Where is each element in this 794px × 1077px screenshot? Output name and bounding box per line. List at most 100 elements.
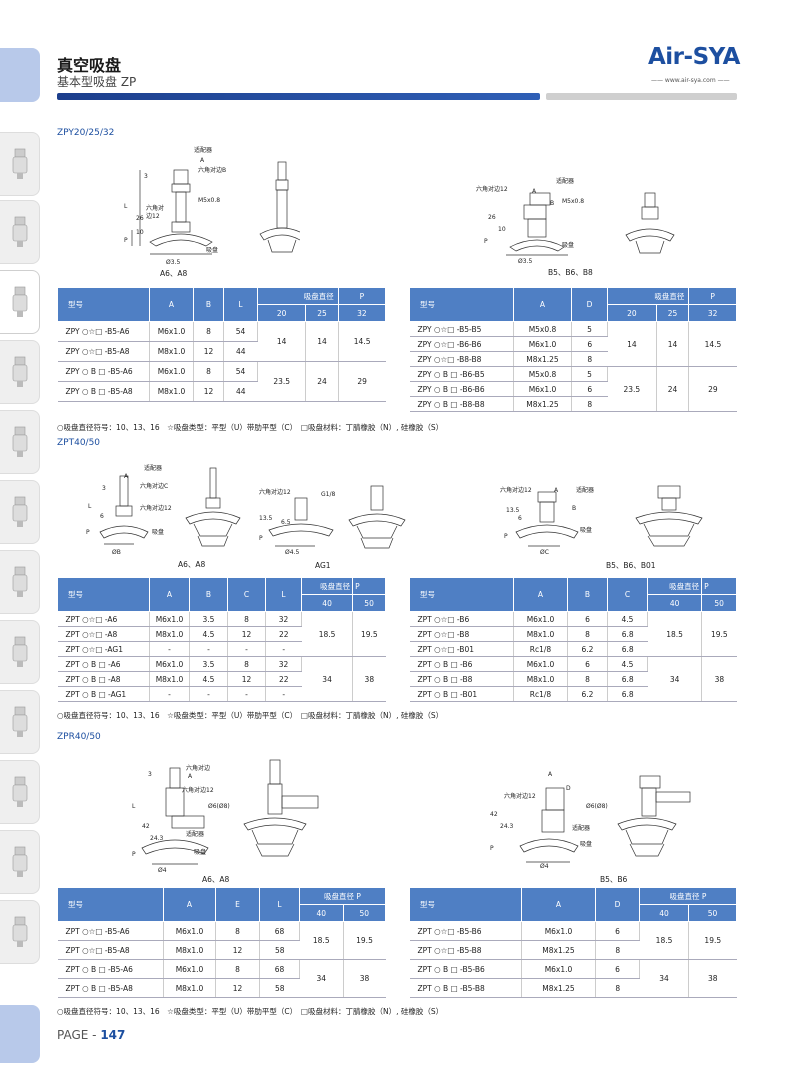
table-cell: -	[227, 641, 266, 657]
sidebar-tab-9[interactable]	[0, 690, 40, 754]
ejector-icon	[12, 286, 27, 317]
table-cell: ZPY ○☆□ -B5-A8	[57, 341, 150, 362]
table-cell: 6.2	[567, 686, 608, 702]
fitting-icon	[12, 148, 27, 179]
zpy-caption-2: B5、B6、B8	[548, 268, 593, 277]
zpy-l1-7: 边12	[146, 212, 160, 220]
col-header: 型号	[409, 287, 514, 322]
table-row: ZPT ○ B □ -AG1----	[57, 686, 386, 702]
table-cell: M8x1.0	[149, 671, 190, 687]
zpt-l1-1: A	[124, 473, 129, 480]
sidebar-tab-6[interactable]	[0, 480, 40, 544]
table-cell: ZPY ○☆□ -B8-B8	[409, 351, 514, 367]
table-cell: ZPT ○ B □ -A8	[57, 671, 150, 687]
table-cell: 32	[265, 656, 302, 672]
table-cell: 4.5	[189, 671, 228, 687]
table-cell: M6x1.0	[163, 959, 216, 979]
table-cell: 58	[259, 978, 300, 998]
table-cell: 14.5	[688, 321, 737, 367]
gripper-icon	[12, 566, 27, 597]
zpt-l1-5: 6	[100, 513, 104, 520]
table-cell: ZPT ○☆□ -B5-A8	[57, 940, 164, 960]
table-cell: 8	[567, 671, 608, 687]
table-cell: M8x1.0	[163, 978, 216, 998]
diagram-zpr-b5-b6: A 六角对边12 D Ø6(Ø8) 42 24.3 适配器 P 吸盘 Ø4 B5…	[490, 771, 691, 884]
table-cell: 19.5	[688, 921, 737, 960]
zpt-l1-3: 3	[102, 485, 106, 492]
table-cell: 14	[305, 321, 339, 362]
table-cell: 3.5	[189, 656, 228, 672]
header-rule-blue	[57, 93, 540, 100]
col-header: P	[701, 577, 737, 595]
table-cell: ZPY ○☆□ -B5-B5	[409, 321, 514, 337]
table-cell: 8	[567, 626, 608, 642]
zpr-l1-9: P	[132, 851, 136, 858]
table-cell: 8	[595, 940, 640, 960]
col-header: C	[607, 577, 648, 612]
table-cell: ZPT ○ B □ -B5-B6	[409, 959, 522, 979]
sidebar-tab-8[interactable]	[0, 620, 40, 684]
zpt-l2-1: G1/8	[321, 491, 335, 498]
sidebar-tab-2[interactable]	[0, 200, 40, 264]
table-cell: 34	[299, 959, 344, 998]
zpr-l1-6: 42	[142, 823, 150, 830]
zpr-l2-5: 24.3	[500, 823, 514, 830]
cylinder-icon	[12, 426, 27, 457]
col-header: 吸盘直径	[257, 287, 339, 305]
size-header: 50	[688, 904, 737, 922]
zpt-l3-8: ØC	[540, 549, 549, 556]
table-cell: 14	[656, 321, 690, 367]
sidebar-tab-4[interactable]	[0, 340, 40, 404]
table-cell: 3.5	[189, 611, 228, 627]
zpr-l2-8: 吸盘	[580, 840, 592, 848]
sidebar-tab-11[interactable]	[0, 830, 40, 894]
zpr-l1-8: 适配器	[186, 830, 204, 838]
zpt-l2-2: 13.5	[259, 515, 273, 522]
table-cell: 6	[567, 611, 608, 627]
sidebar-tab-5[interactable]	[0, 410, 40, 474]
sidebar-tab-10[interactable]	[0, 760, 40, 824]
col-header: D	[571, 287, 608, 322]
table-cell: 54	[223, 321, 258, 342]
sidebar-tab-3[interactable]	[0, 270, 40, 334]
zpy-l2-2: A	[532, 188, 537, 195]
col-header: C	[227, 577, 266, 612]
sidebar-tab-1[interactable]	[0, 132, 40, 196]
table-cell: -	[149, 641, 190, 657]
zpt-l1-7: P	[86, 529, 90, 536]
col-header: A	[521, 887, 596, 922]
zpt-l3-4: 6	[518, 515, 522, 522]
table-cell: 8	[571, 396, 608, 412]
table-cell: M5x0.8	[513, 366, 572, 382]
zpr-l2-2: D	[566, 785, 571, 792]
zpr-l1-11: Ø4	[158, 867, 167, 874]
table-cell: M8x1.0	[513, 671, 568, 687]
sidebar-tab-12[interactable]	[0, 900, 40, 964]
table-cell: M8x1.25	[513, 396, 572, 412]
table-cell: ZPT ○☆□ -A8	[57, 626, 150, 642]
sidebar-tab-7[interactable]	[0, 550, 40, 614]
table-cell: 38	[688, 959, 737, 998]
table-cell: -	[227, 686, 266, 702]
col-header: P	[352, 577, 386, 595]
zpy-l2-5: 26	[488, 214, 496, 221]
col-header: P	[688, 287, 737, 305]
zpy-l2-6: 10	[498, 226, 506, 233]
table-cell: 8	[215, 921, 260, 941]
brand-logo: Air-SYA	[648, 44, 740, 70]
zpy-l1-1: A	[200, 157, 205, 164]
zpy-l1-4: L	[124, 203, 128, 210]
size-header: 32	[337, 304, 387, 322]
table-cell: M6x1.0	[513, 381, 572, 397]
zpy-l1-10: P	[124, 237, 128, 244]
col-header: L	[223, 287, 258, 322]
